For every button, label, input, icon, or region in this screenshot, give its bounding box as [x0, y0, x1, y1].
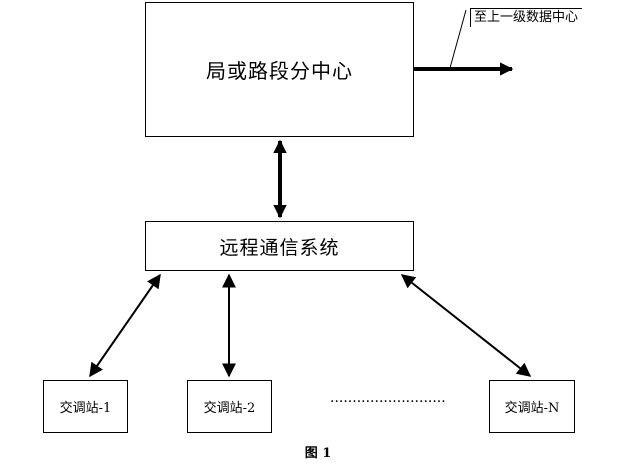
comm-stationn-arrow — [400, 274, 532, 377]
station-node-1: 交调站-1 — [43, 380, 128, 433]
label-leader-line — [449, 9, 467, 69]
station-node-n: 交调站-N — [489, 380, 575, 433]
comm-station1-arrow — [89, 273, 161, 378]
station-node-1-label: 交调站-1 — [59, 401, 112, 416]
center-node-label: 局或路段分中心 — [206, 59, 353, 83]
station-node-2: 交调站-2 — [187, 380, 272, 433]
station-node-2-label: 交调站-2 — [203, 401, 256, 416]
stations-ellipsis: ·························· — [330, 394, 446, 410]
center-node: 局或路段分中心 — [145, 2, 414, 137]
station-node-n-label: 交调站-N — [504, 401, 560, 416]
comm-node: 远程通信系统 — [145, 221, 414, 271]
upper-level-label: 至上一级数据中心 — [470, 8, 583, 27]
comm-node-label: 远程通信系统 — [219, 236, 340, 259]
figure-caption: 图 1 — [304, 446, 332, 461]
